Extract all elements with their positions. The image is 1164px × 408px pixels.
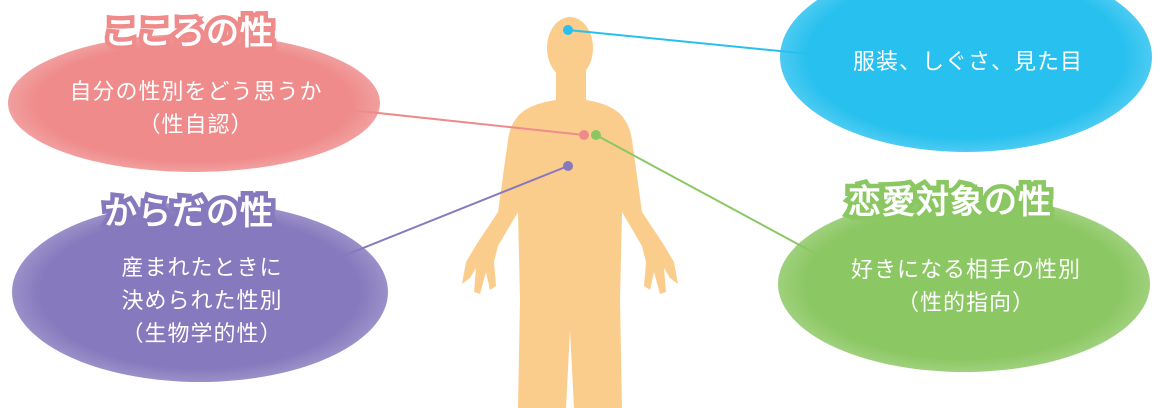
karada-line3: （生物学的性） <box>24 318 380 351</box>
renai-line1: 好きになる相手の性別 <box>784 254 1148 287</box>
kokoro-title: こころの性 <box>104 6 274 54</box>
appearance-text: 服装、しぐさ、見た目 <box>790 46 1146 79</box>
kokoro-line1: 自分の性別をどう思うか <box>18 76 374 109</box>
karada-line1: 産まれたときに <box>24 252 380 285</box>
appearance-description: 服装、しぐさ、見た目 <box>790 46 1146 79</box>
human-silhouette <box>462 17 678 408</box>
renai-dot <box>591 130 601 140</box>
renai-line2: （性的指向） <box>784 287 1148 320</box>
renai-description: 好きになる相手の性別 （性的指向） <box>784 254 1148 320</box>
kokoro-dot <box>579 130 589 140</box>
renai-title: 恋愛対象の性 <box>848 175 1052 223</box>
karada-description: 産まれたときに 決められた性別 （生物学的性） <box>24 252 380 351</box>
kokoro-description: 自分の性別をどう思うか （性自認） <box>18 76 374 142</box>
kokoro-line2: （性自認） <box>18 109 374 142</box>
appearance-connector <box>568 30 810 54</box>
karada-dot <box>563 161 573 171</box>
karada-line2: 決められた性別 <box>24 285 380 318</box>
karada-title: からだの性 <box>104 186 274 234</box>
head-dot <box>563 25 573 35</box>
